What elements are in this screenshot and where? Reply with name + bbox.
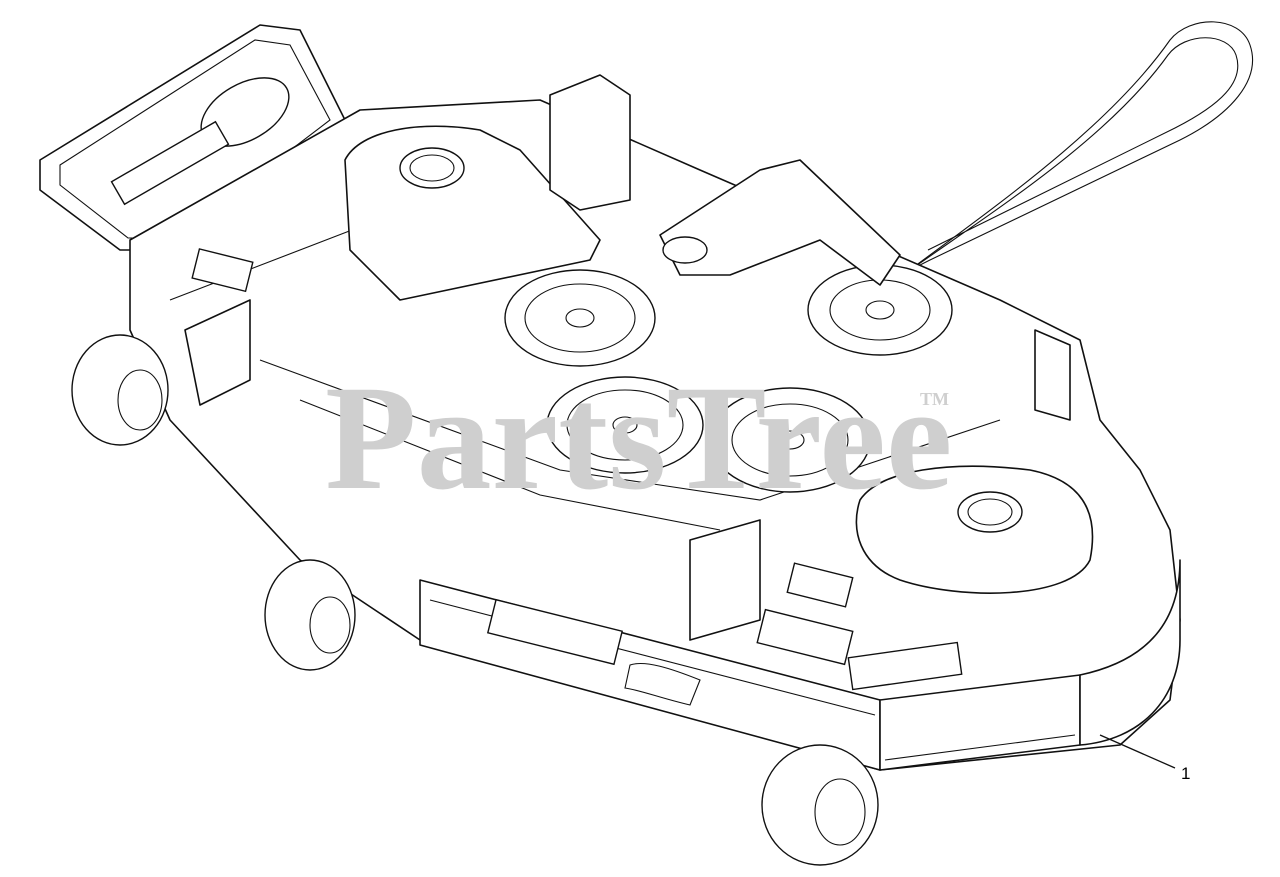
idler-arm [659,159,901,286]
callout-label: 1 [1181,764,1190,783]
watermark-text: PartsTree [325,355,952,521]
callout-1: 1 [1099,734,1190,783]
rear-discharge-guard [39,24,346,251]
watermark-trademark: TM [920,389,949,409]
partstree-watermark: PartsTree TM [325,355,952,521]
safety-decals [191,248,963,691]
drive-belt [869,21,1254,301]
gauge-wheels [71,334,879,866]
deck-brackets [184,74,1071,641]
left-spindle-cover [344,125,601,301]
right-spindle-cover [855,465,1094,594]
pulleys [504,264,953,493]
